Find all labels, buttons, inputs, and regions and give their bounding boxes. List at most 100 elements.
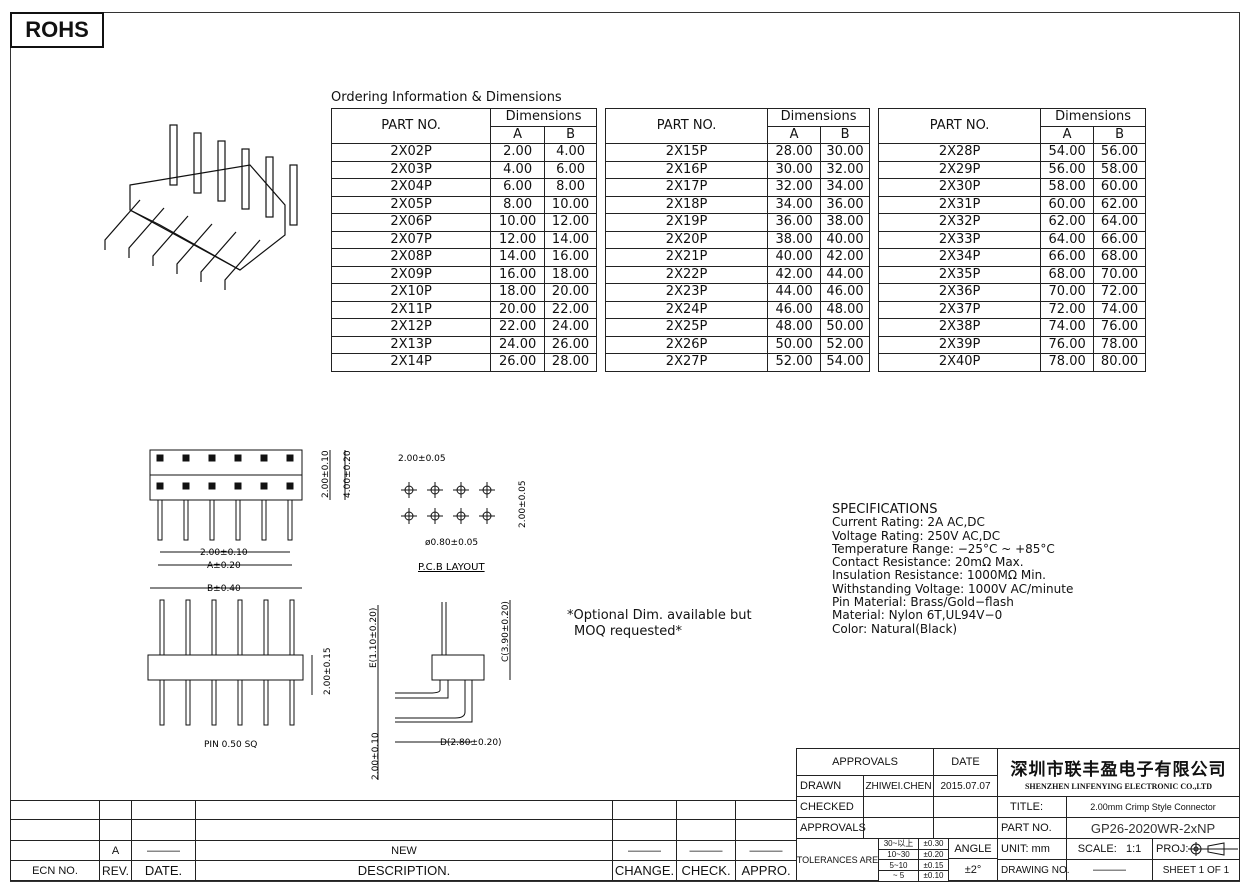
dimensions-header: Dimensions (490, 108, 597, 127)
pin (104, 199, 141, 250)
dim-a-cell: 58.00 (1040, 178, 1095, 197)
pin (237, 679, 243, 726)
drawing-no-label: DRAWING NO. (997, 859, 1070, 881)
pin (237, 599, 243, 656)
drawn-label: DRAWN (796, 775, 864, 797)
drawing-no-value: ——— (1066, 859, 1153, 881)
appro-header: APPRO. (735, 860, 797, 881)
approvals-label: APPROVALS (796, 817, 866, 839)
pin (224, 239, 261, 290)
rev-change: ——— (612, 840, 677, 861)
dim-a-cell: 6.00 (490, 178, 546, 197)
pin (128, 207, 165, 258)
dim-a-cell: 34.00 (767, 195, 822, 214)
drawn-date: 2015.07.07 (933, 775, 998, 797)
pin (182, 482, 190, 490)
pin (263, 679, 269, 726)
checked-label: CHECKED (796, 796, 864, 818)
spec-line: Voltage Rating: 250V AC,DC (832, 528, 1001, 543)
dim-a-cell: 14.00 (490, 248, 546, 267)
rev-date: ——— (131, 840, 196, 861)
pin (261, 499, 267, 541)
dim-a-cell: 42.00 (767, 265, 822, 284)
date-header: DATE (933, 748, 998, 776)
part-no-cell: 2X25P (604, 318, 769, 337)
part-no-header: PART NO. (604, 108, 769, 144)
company-name: 深圳市联丰盈电子有限公司 SHENZHEN LINFENYING ELECTRO… (997, 748, 1240, 797)
rohs-badge: ROHS (10, 12, 104, 48)
dim-b-cell: 28.00 (544, 353, 597, 372)
dim-a-cell: 10.00 (490, 213, 546, 232)
dim-a-cell: 60.00 (1040, 195, 1095, 214)
part-no-cell: 2X32P (877, 213, 1042, 232)
pin (159, 599, 165, 656)
pcb-layout (401, 482, 495, 524)
dim-b-cell: 54.00 (820, 353, 870, 372)
pin (241, 148, 250, 210)
dim-b-cell: 6.00 (544, 160, 597, 179)
part-no-header: PART NO. (877, 108, 1042, 144)
scale: SCALE: 1:1 (1066, 838, 1153, 860)
pin (185, 679, 191, 726)
dim-label: D(2.80±0.20) (440, 738, 502, 748)
part-no-cell: 2X29P (877, 160, 1042, 179)
dim-a-cell: 32.00 (767, 178, 822, 197)
pin (286, 454, 294, 462)
dim-b-cell: 44.00 (820, 265, 870, 284)
part-no-cell: 2X21P (604, 248, 769, 267)
dim-b-cell: 16.00 (544, 248, 597, 267)
dim-b-cell: 68.00 (1093, 248, 1146, 267)
part-no-cell: 2X17P (604, 178, 769, 197)
dim-b-cell: 74.00 (1093, 300, 1146, 319)
spec-line: Current Rating: 2A AC,DC (832, 515, 985, 530)
dim-b-cell: 8.00 (544, 178, 597, 197)
dim-label: B±0.40 (207, 584, 241, 594)
dim-b-cell: 26.00 (544, 335, 597, 354)
tolerances-label: TOLERANCES ARE (796, 838, 879, 881)
dim-b-cell: 56.00 (1093, 143, 1146, 162)
optional-note: *Optional Dim. available but MOQ request… (567, 608, 752, 640)
dim-label: A±0.20 (207, 561, 241, 571)
dim-b-cell: 20.00 (544, 283, 597, 302)
dim-a-cell: 72.00 (1040, 300, 1095, 319)
pin (208, 482, 216, 490)
dim-label: ø0.80±0.05 (425, 538, 478, 548)
dim-a-cell: 54.00 (1040, 143, 1095, 162)
front-view (149, 449, 346, 566)
dim-b-cell: 58.00 (1093, 160, 1146, 179)
spec-line: Insulation Resistance: 1000MΩ Min. (832, 568, 1046, 583)
pin (208, 454, 216, 462)
pin (211, 679, 217, 726)
dim-b-cell: 52.00 (820, 335, 870, 354)
dimensions-header: Dimensions (1040, 108, 1146, 127)
isometric-connector-view (104, 124, 298, 290)
check-header: CHECK. (676, 860, 736, 881)
pin (217, 140, 226, 202)
dim-a-cell: 46.00 (767, 300, 822, 319)
rev-check: ——— (676, 840, 736, 861)
pin (286, 482, 294, 490)
dim-b-cell: 36.00 (820, 195, 870, 214)
note-line: MOQ requested* (574, 624, 682, 639)
angle-value: ±2° (948, 858, 998, 881)
pin (183, 499, 189, 541)
ecn-header: ECN NO. (10, 860, 100, 881)
dim-a-cell: 66.00 (1040, 248, 1095, 267)
part-no-cell: 2X27P (604, 353, 769, 372)
sheet-border (10, 12, 1240, 882)
rev-appro: ——— (735, 840, 797, 861)
dim-a-cell: 16.00 (490, 265, 546, 284)
description-header: DESCRIPTION. (195, 860, 613, 881)
dim-a-cell: 44.00 (767, 283, 822, 302)
